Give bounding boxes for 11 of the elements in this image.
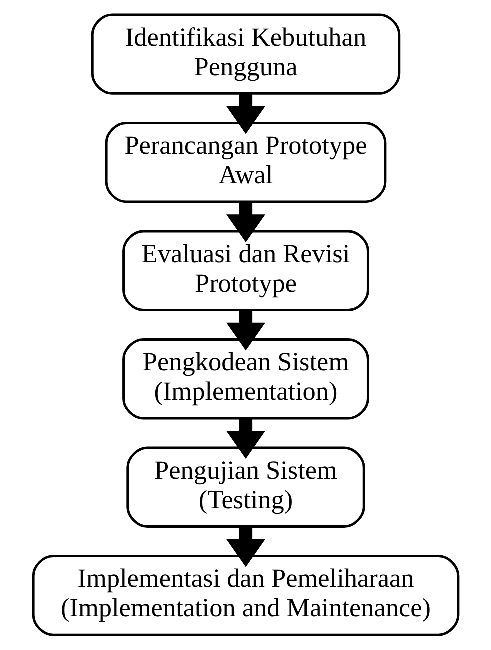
node-box: Evaluasi dan Revisi Prototype xyxy=(122,230,369,312)
node-box: Pengujian Sistem (Testing) xyxy=(126,446,365,528)
arrow xyxy=(226,526,265,568)
arrow xyxy=(226,202,265,242)
node-box: Perancangan Prototype Awal xyxy=(104,122,386,204)
node-box: Implementasi dan Pemeliharaan (Implementation and Maintenance) xyxy=(32,555,460,636)
arrow xyxy=(226,94,265,134)
node-box: Identifikasi Kebutuhan Pengguna xyxy=(90,14,400,95)
arrow xyxy=(226,418,265,459)
arrow xyxy=(226,310,265,351)
node-box: Pengkodean Sistem (Implementation) xyxy=(122,338,369,420)
